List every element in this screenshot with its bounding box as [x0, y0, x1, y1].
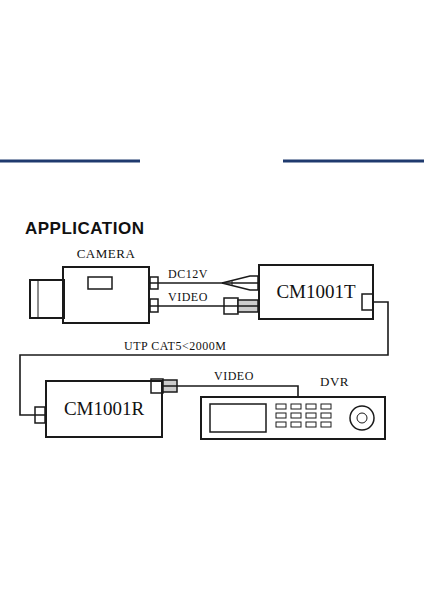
diagram-title: APPLICATION — [25, 219, 144, 239]
dvr-button — [291, 404, 301, 409]
device-label: CAMERA — [77, 246, 136, 262]
dvr-unit: DVR — [200, 396, 386, 440]
device-name: CM1001T — [260, 281, 372, 303]
cable-label: DC12V — [166, 268, 210, 281]
camera-window — [88, 277, 112, 289]
dvr-button — [276, 422, 286, 427]
dvr-button — [276, 404, 286, 409]
cable-line — [163, 386, 298, 396]
dvr-button — [321, 404, 331, 409]
dvr-button — [306, 422, 316, 427]
dvr-button — [291, 422, 301, 427]
dvr-button — [291, 413, 301, 418]
cable-label: VIDEO — [166, 291, 210, 304]
camera-lens — [30, 280, 64, 318]
camera-body: CAMERA — [62, 266, 150, 324]
device-label: DVR — [320, 374, 349, 390]
dvr-button — [321, 422, 331, 427]
lens-ring — [38, 280, 39, 318]
device-name: CM1001R — [47, 398, 161, 420]
dvr-display — [210, 404, 266, 432]
dvr-button — [306, 413, 316, 418]
dvr-button — [276, 413, 286, 418]
dvr-button — [306, 404, 316, 409]
cable-label: VIDEO — [212, 370, 256, 383]
dvr-button — [321, 413, 331, 418]
dvr-dial — [350, 406, 374, 430]
cable-line — [150, 305, 258, 307]
cable-label: UTP CAT5<2000M — [122, 340, 228, 353]
rule-line — [283, 160, 424, 163]
transmitter-box: CM1001T — [258, 264, 374, 320]
dvr-dial-center — [357, 413, 367, 423]
rule-line — [0, 160, 140, 163]
receiver-box: CM1001R — [45, 380, 163, 438]
dvr-buttons — [276, 404, 331, 427]
cable-line — [150, 282, 258, 284]
rj-terminal — [362, 294, 373, 310]
